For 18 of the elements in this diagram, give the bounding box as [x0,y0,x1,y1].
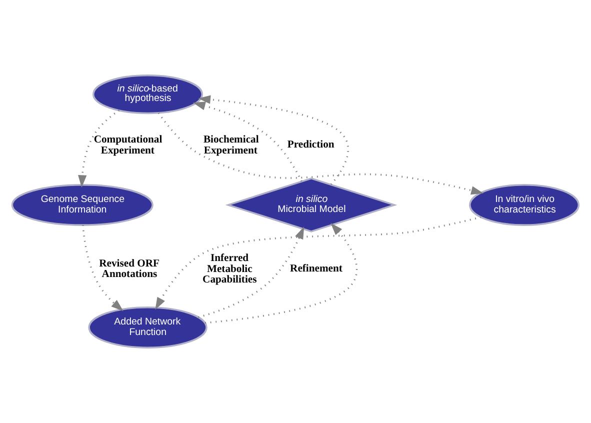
edge-label: Inferred Metabolic Capabilities [202,253,257,286]
node-ellipse: in silico-based hypothesis [92,74,204,114]
edge-label: Biochemical Experiment [203,134,259,156]
edge-label: Revised ORF Annotations [99,258,160,280]
node-ellipse: Added Network Function [88,306,208,348]
arrow [198,95,349,186]
node-diamond: in silico Microbial Model [225,178,398,232]
arrow [155,216,482,310]
edge-label: Computational Experiment [94,134,162,156]
arrow [158,112,484,195]
edge-label: Refinement [290,263,342,274]
edge-label: Prediction [287,140,334,151]
arrow [198,226,304,318]
node-ellipse: Genome Sequence Information [11,184,154,226]
arrow [205,222,358,324]
arrow [78,110,120,188]
arrow [192,102,302,182]
arrow [82,225,124,312]
